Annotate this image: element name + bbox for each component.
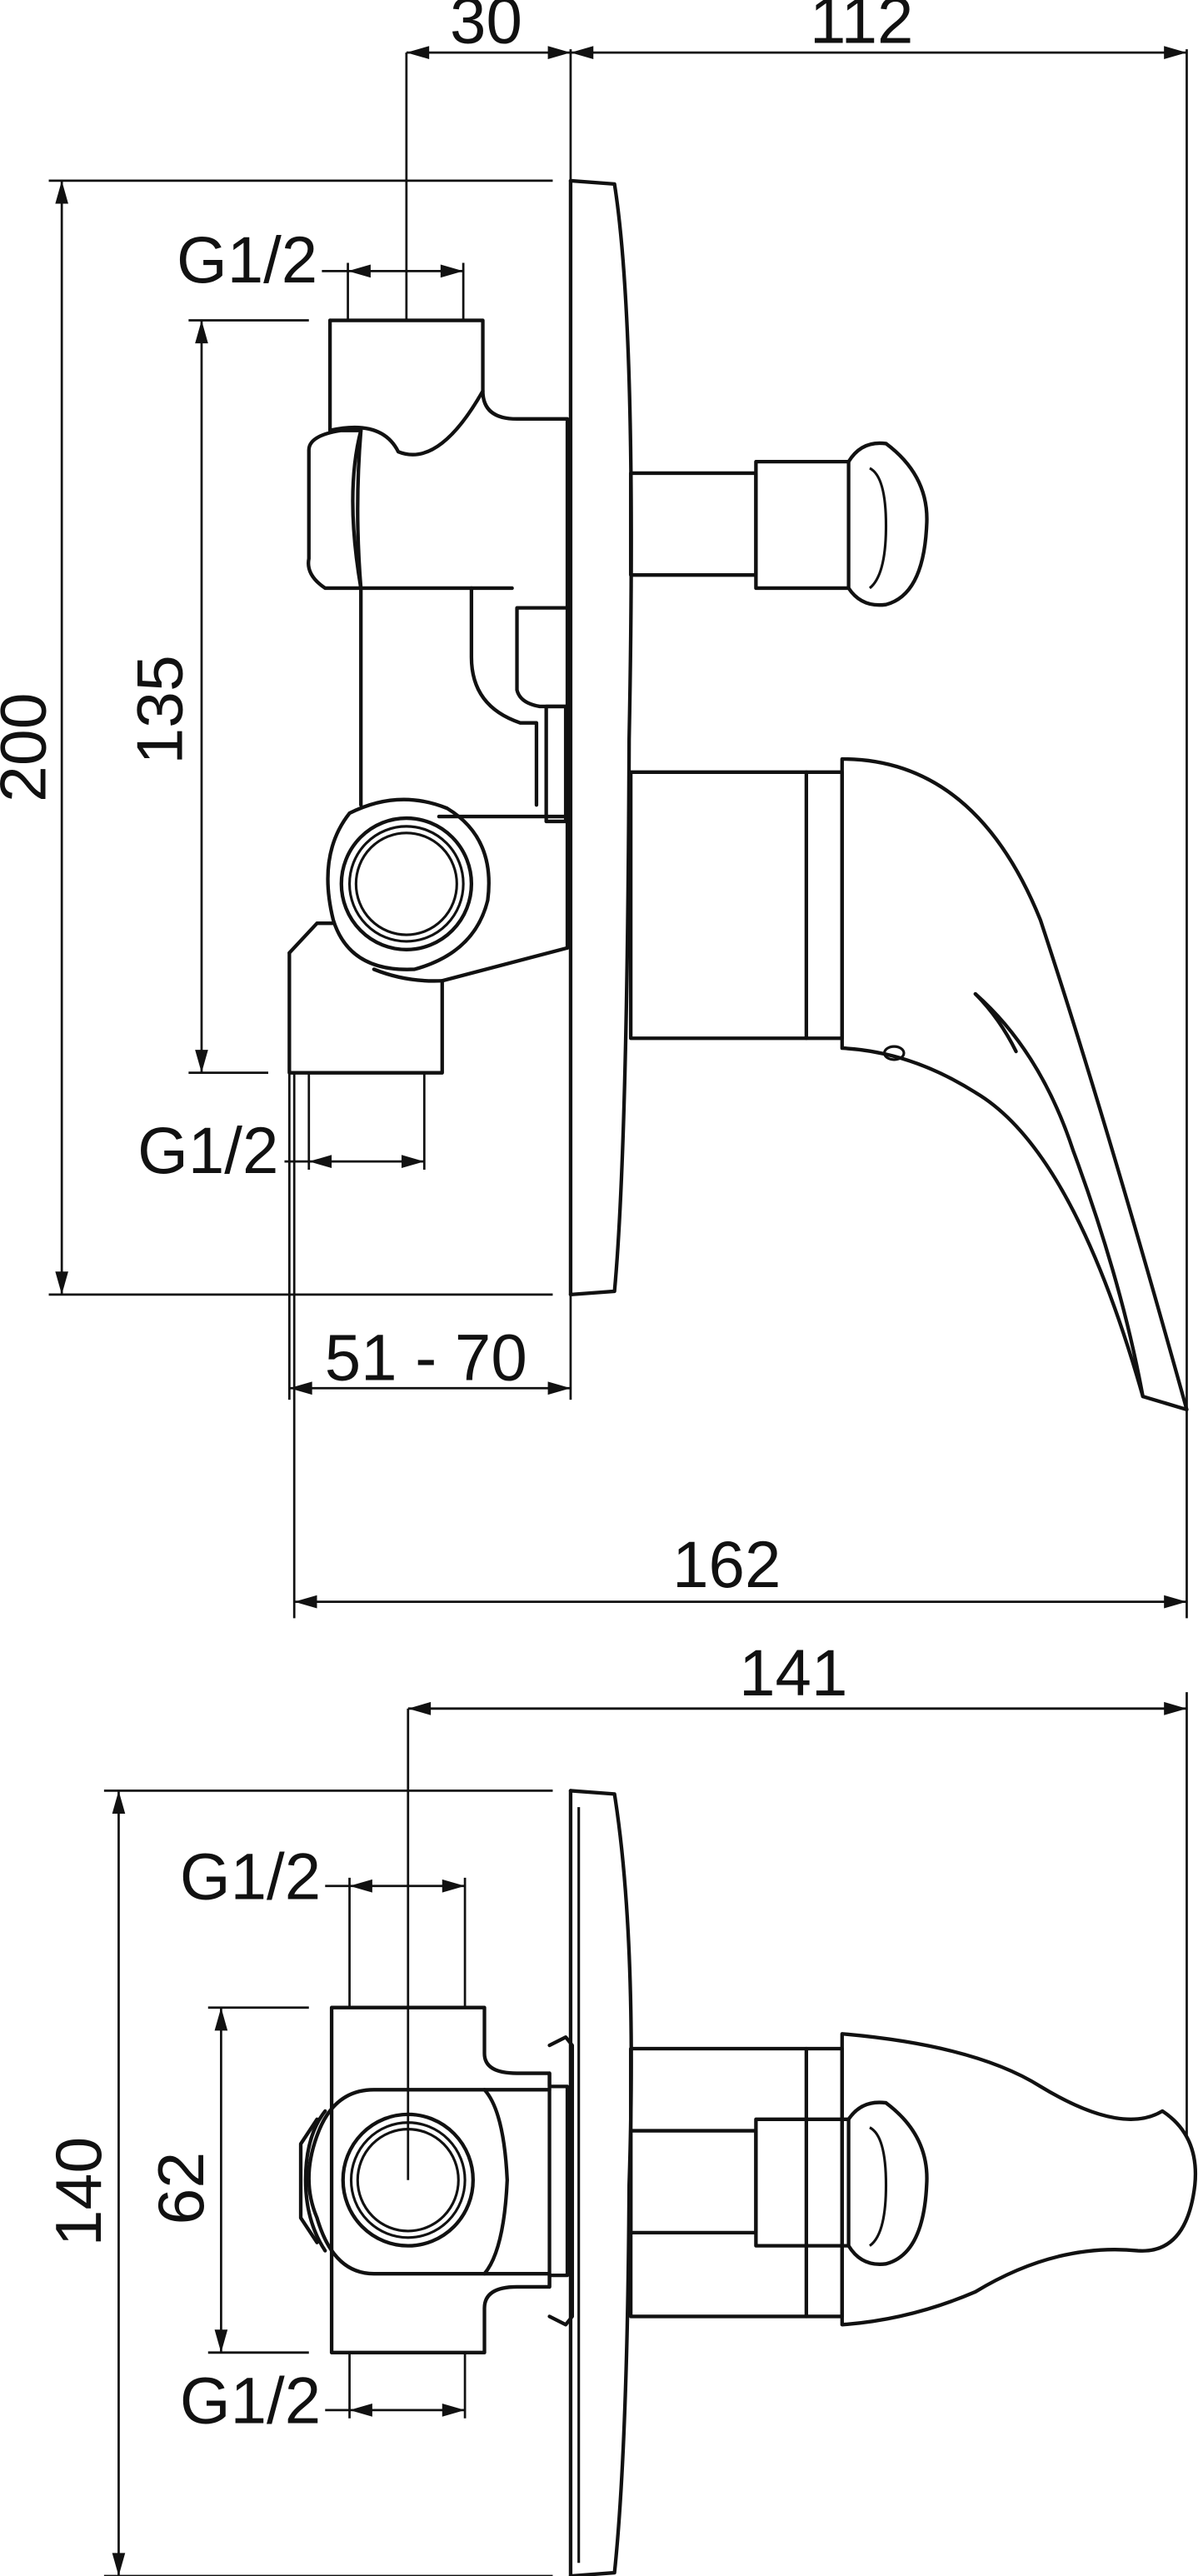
dim-label-51-70: 51 - 70 (325, 1320, 527, 1394)
bottom-view: 141 140 62 G1/2 G1/2 (42, 1636, 1198, 2576)
dim-label-62: 62 (144, 2152, 217, 2225)
dim-label-g12-top: G1/2 (177, 223, 317, 297)
bottom-spout (628, 2032, 1198, 2327)
bottom-diverter-knob (628, 2100, 929, 2267)
side-diverter-knob (628, 441, 929, 607)
dim-label-g12-bottom: G1/2 (137, 1114, 278, 1187)
dim-label-141: 141 (739, 1636, 847, 1710)
dim-label-135: 135 (123, 655, 197, 765)
side-body (287, 318, 570, 1075)
dim-label-200: 200 (0, 692, 60, 802)
bottom-dimensions (103, 1692, 1188, 2576)
dim-label-162: 162 (672, 1528, 781, 1601)
side-spout (628, 756, 1189, 1412)
dim-label-140: 140 (42, 2137, 115, 2247)
dim-label-g12-bottom-bottom-view: G1/2 (180, 2364, 321, 2437)
bottom-body (298, 2005, 575, 2354)
dim-label-112: 112 (810, 0, 913, 57)
dim-label-30: 30 (450, 0, 522, 57)
side-dimensions (48, 46, 1188, 1619)
side-view: 30 112 200 135 G1/2 G1/2 51 - 70 162 (0, 0, 1189, 1619)
dim-label-g12-top-bottom-view: G1/2 (180, 1840, 321, 1913)
side-cover-plate (568, 178, 633, 1297)
bottom-cover-plate (568, 1789, 633, 2576)
